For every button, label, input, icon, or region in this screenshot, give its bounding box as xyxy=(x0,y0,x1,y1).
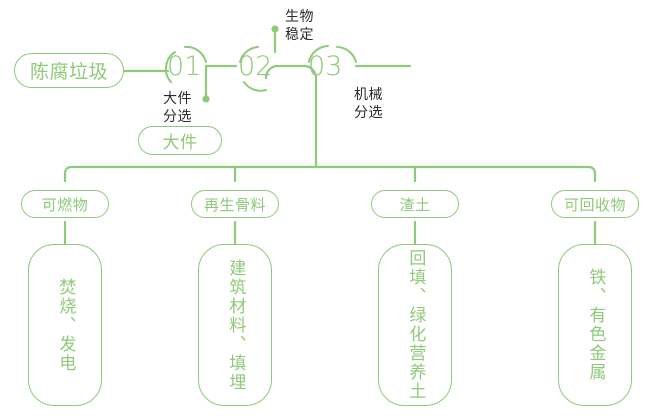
use-text: 建筑材料、填埋 xyxy=(226,258,246,392)
use-text: 铁、有色金属 xyxy=(586,268,606,382)
step-number-03: 03 xyxy=(308,51,343,82)
box-use-combustible[interactable]: 焚烧、发电 xyxy=(28,244,102,406)
use-text: 回填、绿化营养土 xyxy=(406,249,426,401)
node-category-recyclable[interactable]: 可回收物 xyxy=(551,190,639,218)
step-annotation-03: 机械 分选 xyxy=(354,86,383,120)
use-text: 焚烧、发电 xyxy=(56,277,76,373)
node-root-label: 陈腐垃圾 xyxy=(29,62,108,83)
category-label: 可回收物 xyxy=(563,196,626,214)
step-number-01: 01 xyxy=(167,51,202,82)
step-annotation-01: 大件 分选 xyxy=(163,90,192,124)
node-root[interactable]: 陈腐垃圾 xyxy=(14,53,124,88)
node-category-slag[interactable]: 渣土 xyxy=(371,190,459,218)
node-side-output-label: 大件 xyxy=(162,133,198,152)
node-category-aggregate[interactable]: 再生骨料 xyxy=(191,190,279,218)
node-side-output-bulky[interactable]: 大件 xyxy=(138,126,222,155)
step-annotation-02: 生物 稳定 xyxy=(285,8,314,42)
step-number-02: 02 xyxy=(238,51,273,82)
category-label: 再生骨料 xyxy=(203,196,266,214)
box-use-slag[interactable]: 回填、绿化营养土 xyxy=(378,244,452,406)
node-category-combustible[interactable]: 可燃物 xyxy=(21,190,109,218)
box-use-aggregate[interactable]: 建筑材料、填埋 xyxy=(198,244,272,406)
box-use-recyclable[interactable]: 铁、有色金属 xyxy=(558,244,632,406)
category-label: 渣土 xyxy=(399,196,431,214)
category-label: 可燃物 xyxy=(41,196,89,214)
